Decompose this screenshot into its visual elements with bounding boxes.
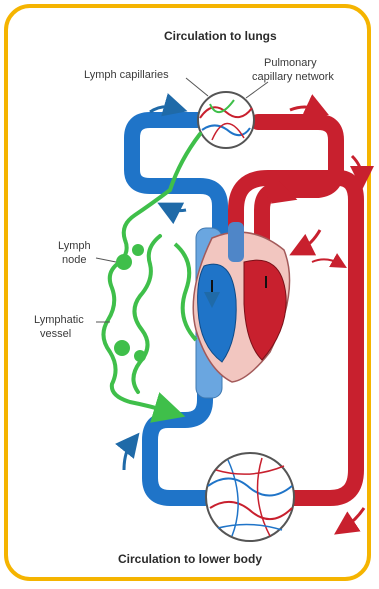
lymph-capillaries-label: Lymph capillaries xyxy=(84,69,169,82)
flow-arrow xyxy=(124,442,132,470)
lymphatic-system xyxy=(103,134,200,412)
lymphatic-vessel-label-line1: Lymphatic xyxy=(34,314,84,327)
lymph-node xyxy=(114,340,130,356)
lymph-node xyxy=(134,350,146,362)
flow-arrow xyxy=(344,508,364,528)
pulmonary-label-line1: Pulmonary xyxy=(264,57,317,70)
flow-arrow xyxy=(312,259,340,264)
pulmonary-label-line2: capillary network xyxy=(252,71,334,84)
flow-arrow xyxy=(290,107,318,110)
lymph-node xyxy=(132,244,144,256)
bottom-title: Circulation to lower body xyxy=(118,552,262,566)
lymphatic-vessel-label-line2: vessel xyxy=(40,328,71,341)
heart xyxy=(193,222,289,398)
leader-line xyxy=(246,82,268,98)
blue-vessel-lower xyxy=(150,380,205,498)
flow-arrow xyxy=(150,107,176,112)
lymph-node-label-line1: Lymph xyxy=(58,240,91,253)
aorta-stub xyxy=(228,222,244,262)
leader-line xyxy=(96,258,116,262)
lung-capillary-network xyxy=(198,92,254,148)
leader-line xyxy=(186,78,208,96)
lymph-node xyxy=(116,254,132,270)
flow-arrow xyxy=(168,208,186,211)
top-title: Circulation to lungs xyxy=(164,29,277,43)
lymph-node-label-line2: node xyxy=(62,254,86,267)
flow-arrow xyxy=(300,230,320,250)
